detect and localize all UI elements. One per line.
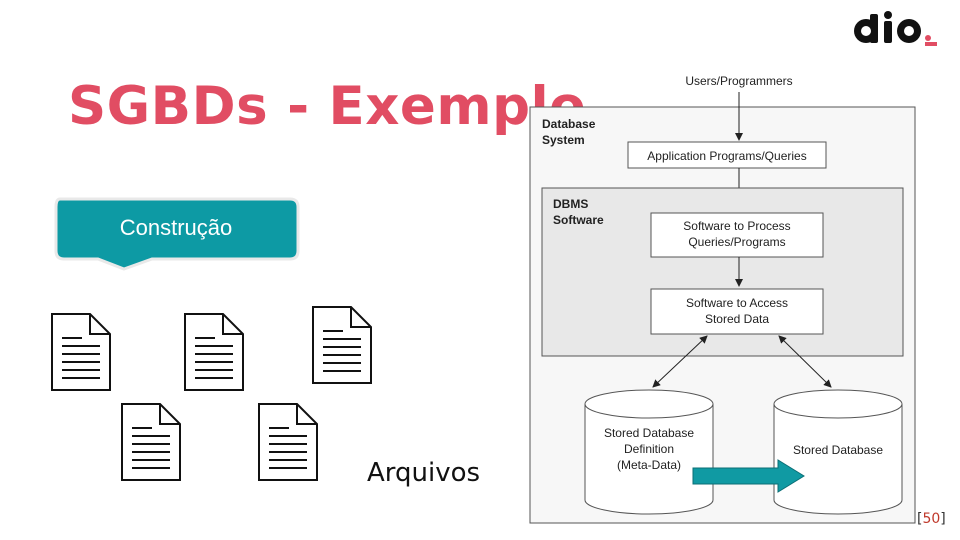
access-data-box — [650, 288, 824, 335]
arrow-access-catalog — [652, 335, 708, 388]
process-queries-box — [650, 212, 824, 258]
access-data-label-line1: Software to Access — [686, 296, 788, 310]
highlight-arrow — [692, 459, 805, 493]
callout-label: Construção — [119, 215, 233, 240]
page-number-value: 50 — [922, 511, 941, 527]
stored-database-label: Stored Database — [793, 443, 883, 457]
logo-dot — [925, 35, 931, 41]
dbms-label-line1: DBMS — [553, 197, 588, 211]
slide-title: SGBDs - Exemplo — [68, 76, 587, 137]
arrow-access-database — [778, 335, 832, 388]
page-number: [50] — [917, 511, 946, 527]
app-programs-label: Application Programs/Queries — [647, 149, 806, 163]
document-icon — [184, 313, 244, 391]
logo-underscore — [925, 42, 937, 46]
document-icon — [51, 313, 111, 391]
app-programs-box — [627, 141, 827, 169]
database-system-label-line2: System — [542, 133, 585, 147]
catalog-cylinder — [584, 389, 714, 515]
catalog-label-line2: Definition — [624, 442, 674, 456]
stored-database-cylinder — [773, 389, 903, 515]
page-number-close: ] — [940, 511, 946, 527]
access-data-label-line2: Stored Data — [705, 312, 769, 326]
dbms-label-line2: Software — [553, 213, 604, 227]
database-system-label: Database — [542, 117, 596, 131]
database-system-diagram: Users/Programmers Database System Applic… — [529, 74, 916, 524]
catalog-label-line1: Stored Database — [604, 426, 694, 440]
callout-bubble — [54, 197, 300, 271]
document-icon — [312, 306, 372, 384]
logo-mark — [854, 11, 921, 43]
document-icon — [258, 403, 318, 481]
process-queries-label-line1: Software to Process — [683, 219, 790, 233]
catalog-label-line3: (Meta-Data) — [617, 458, 681, 472]
logo-text: dio — [852, 8, 854, 9]
page-number-open: [ — [917, 511, 923, 527]
dbms-label: DBMS — [553, 197, 588, 211]
dio-logo: dio — [852, 8, 937, 46]
document-icon — [121, 403, 181, 481]
users-label: Users/Programmers — [685, 74, 792, 88]
dbms-label: Software — [553, 213, 604, 227]
files-label: Arquivos — [367, 458, 481, 488]
process-queries-label-line2: Queries/Programs — [688, 235, 785, 249]
database-system-label: System — [542, 133, 585, 147]
database-system-label-line1: Database — [542, 117, 596, 131]
